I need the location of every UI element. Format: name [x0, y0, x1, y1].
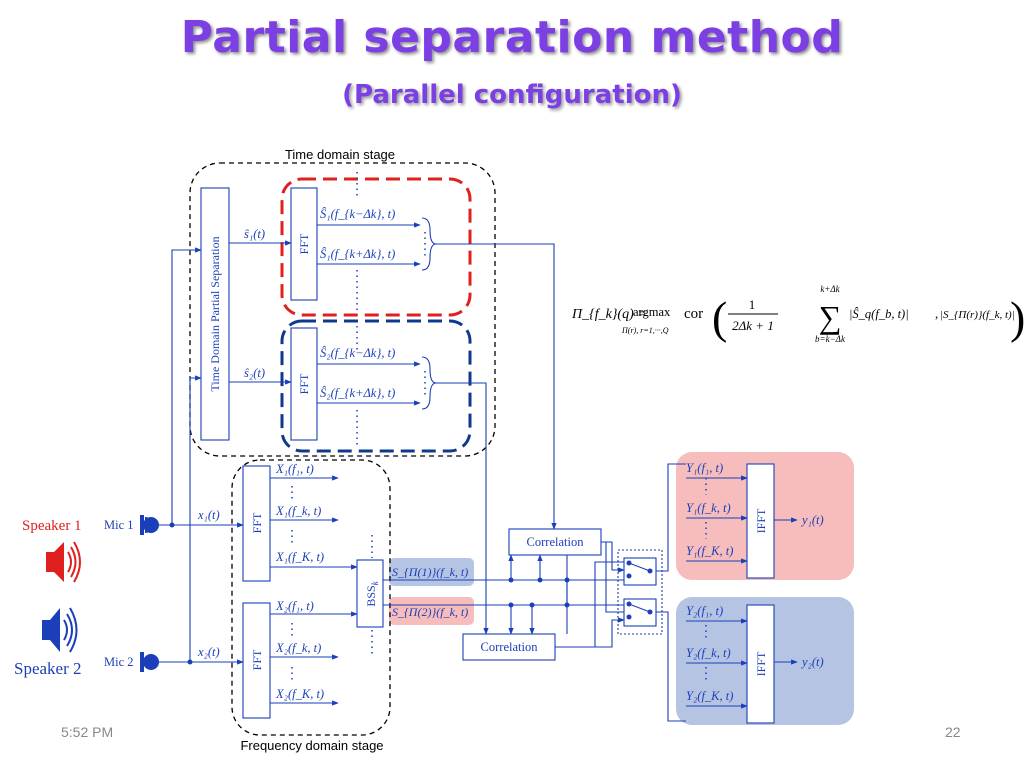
fft-label-s1: FFT [297, 233, 311, 254]
Y2-f1-label: Y₂(f₁, t) [686, 604, 723, 618]
X1-f1-label: X₁(f₁, t) [275, 462, 314, 476]
ifft-block-1 [746, 463, 775, 579]
spi2-label: S_{Π(2)}(f_k, t) [392, 605, 468, 619]
ifft-label-1: IFFT [754, 508, 768, 533]
tdps-block [200, 187, 230, 441]
Y1-f1-label: Y₁(f₁, t) [686, 461, 723, 475]
X2-fk-label: X₂(f_k, t) [275, 641, 321, 655]
frequency-domain-stage-box [231, 459, 391, 736]
fft-label-x1: FFT [250, 512, 264, 533]
svg-text:|Ŝ_q(f_b, t)|: |Ŝ_q(f_b, t)| [849, 307, 909, 321]
s2-plus-label: Ŝ₂(f_{k+Δk}, t) [320, 386, 395, 400]
fft-label-x2: FFT [250, 649, 264, 670]
correlation-label-1: Correlation [527, 535, 585, 549]
footer-page-number: 22 [945, 724, 961, 740]
bss-block [356, 559, 384, 628]
svg-text:∑: ∑ [819, 299, 842, 335]
speaker2-label: Speaker 2 [14, 659, 82, 678]
x2-label: x₂(t) [197, 645, 220, 659]
source1-subband-box [280, 177, 472, 317]
slide-title: Partial separation method [180, 12, 844, 63]
fft-block-x1 [242, 465, 271, 582]
spi1-label: S_{Π(1)}(f_k, t) [392, 565, 468, 579]
fft-block-s2 [290, 327, 318, 441]
permutation-formula: Π_{f_k}(q) = argmax Π(r), r=1,···,Q cor … [571, 284, 1024, 344]
mic2-label: Mic 2 [104, 655, 134, 669]
X1-fK-label: X₁(f_K, t) [275, 550, 324, 564]
mic1-icon [140, 515, 159, 535]
s1-plus-label: Ŝ₁(f_{k+Δk}, t) [320, 247, 395, 261]
svg-text:b=k−Δk: b=k−Δk [815, 334, 846, 344]
svg-text:(: ( [712, 292, 727, 343]
x1-label: x₁(t) [197, 508, 220, 522]
spi2-highlight [389, 597, 474, 625]
svg-text:2Δk + 1: 2Δk + 1 [732, 318, 774, 333]
switch-group [617, 549, 663, 635]
svg-text:1: 1 [749, 297, 756, 312]
svg-text:Π_{f_k}(q) =: Π_{f_k}(q) = [571, 307, 647, 322]
s2-minus-label: Ŝ₂(f_{k−Δk}, t) [320, 346, 395, 360]
spi1-highlight [389, 558, 474, 586]
svg-text:,: , [935, 306, 938, 321]
frequency-domain-stage-label: Frequency domain stage [240, 738, 383, 753]
bss-label: BSSk [364, 580, 380, 606]
time-domain-stage-box [189, 162, 496, 457]
s2hat-label: ŝ₂(t) [244, 366, 265, 380]
footer-time: 5:52 PM [61, 724, 114, 740]
svg-text:|S_{Π(r)}(f_k, t)|: |S_{Π(r)}(f_k, t)| [940, 309, 1015, 321]
s1hat-label: ŝ₁(t) [244, 227, 265, 241]
time-domain-stage-label: Time domain stage [285, 147, 395, 162]
svg-text:): ) [1010, 292, 1024, 343]
svg-text:argmax: argmax [633, 305, 671, 319]
Y1-fK-label: Y₁(f_K, t) [686, 544, 733, 558]
correlation-label-2: Correlation [481, 640, 539, 654]
y1-output-label: y₁(t) [800, 513, 824, 527]
ifft-label-2: IFFT [754, 651, 768, 676]
svg-text:cor: cor [684, 306, 703, 322]
Y2-fK-label: Y₂(f_K, t) [686, 689, 733, 703]
tdps-label: Time Domain Partial Separation [208, 236, 222, 391]
fft-block-x2 [242, 602, 271, 719]
y2-output-label: y₂(t) [800, 655, 824, 669]
slide-subtitle: (Parallel configuration) [342, 80, 682, 110]
mic1-label: Mic 1 [104, 518, 134, 532]
speaker1-label: Speaker 1 [22, 518, 82, 534]
Y1-fk-label: Y₁(f_k, t) [686, 501, 731, 515]
fft-label-s2: FFT [297, 373, 311, 394]
svg-text:Π(r), r=1,···,Q: Π(r), r=1,···,Q [621, 326, 669, 335]
svg-text:k+Δk: k+Δk [820, 284, 840, 294]
X2-fK-label: X₂(f_K, t) [275, 687, 324, 701]
X2-f1-label: X₂(f₁, t) [275, 599, 314, 613]
X1-fk-label: X₁(f_k, t) [275, 504, 321, 518]
Y2-fk-label: Y₂(f_k, t) [686, 646, 731, 660]
source2-subband-box [280, 319, 472, 453]
mic2-icon [140, 652, 159, 672]
speaker2-icon [42, 607, 78, 653]
speaker1-icon [46, 541, 81, 583]
s1-minus-label: Ŝ₁(f_{k−Δk}, t) [320, 207, 395, 221]
